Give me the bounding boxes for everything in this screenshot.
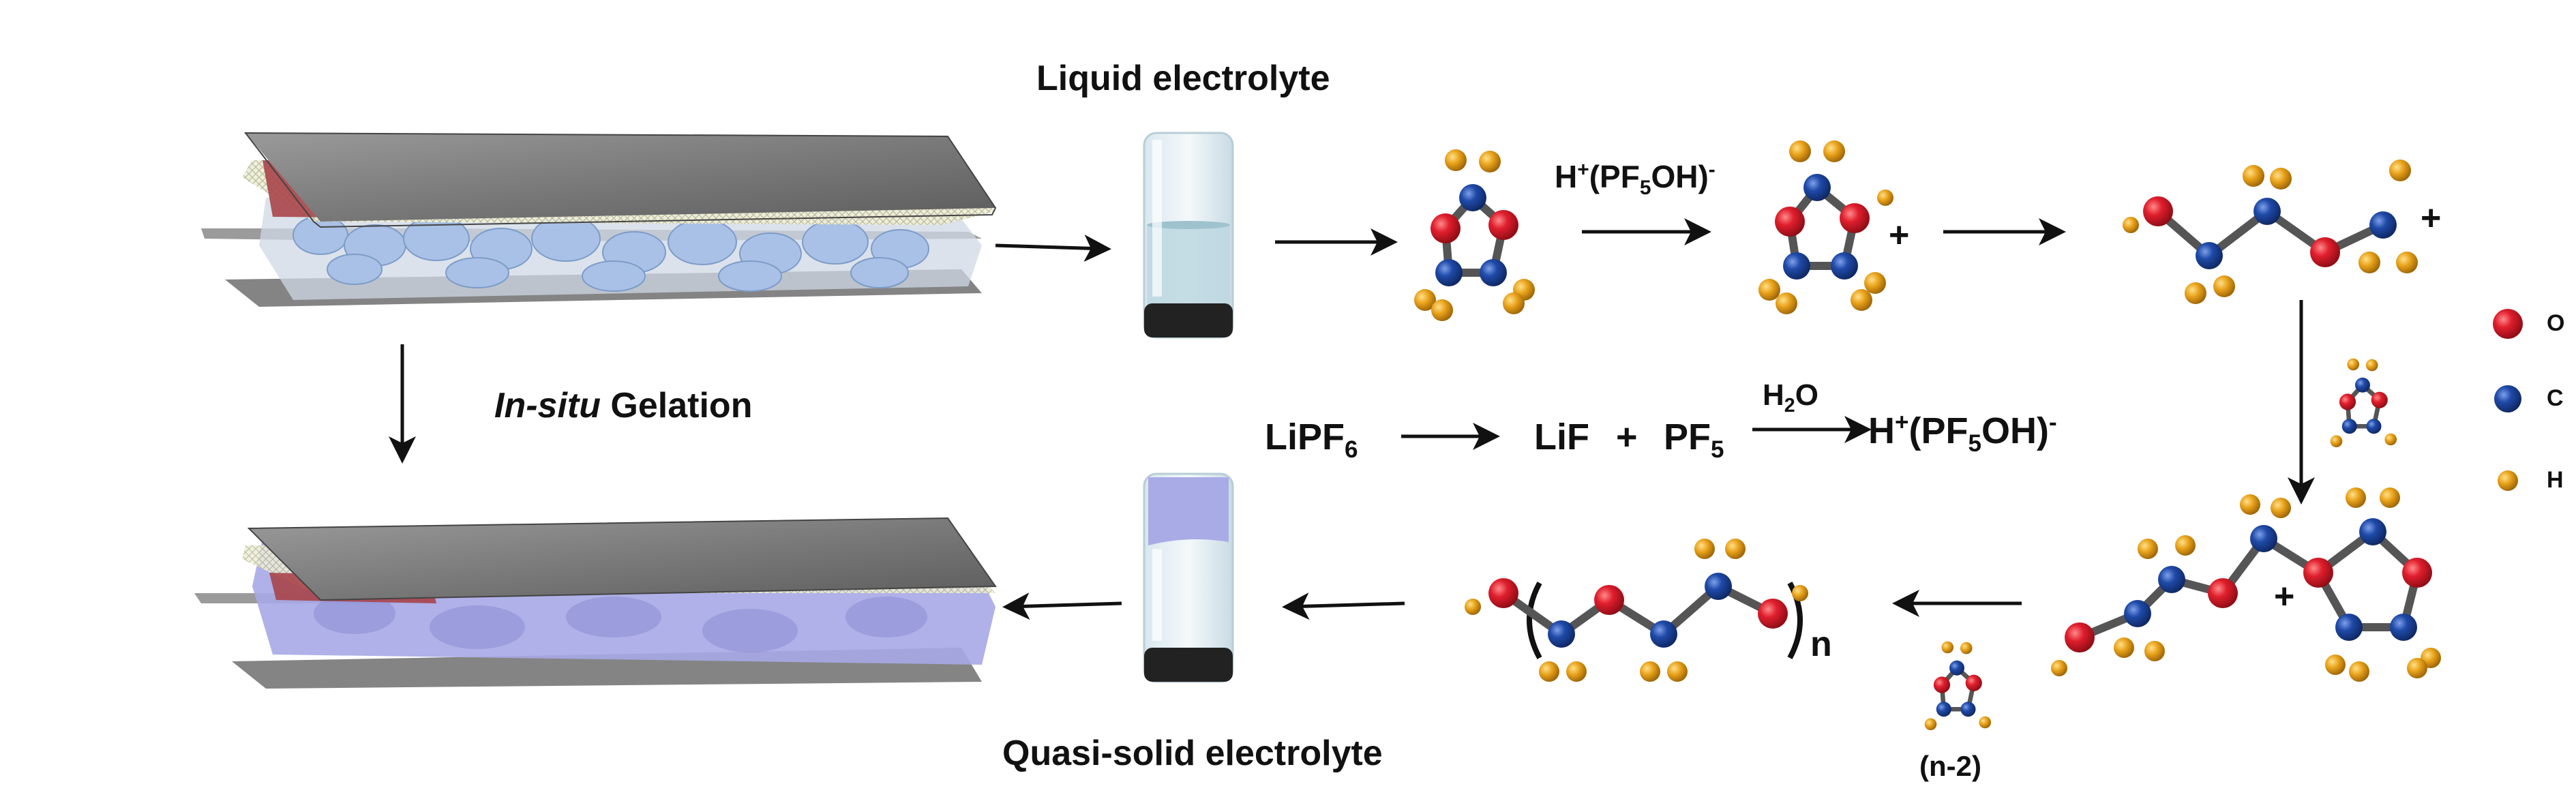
- acid-label-middle: H+(PF5OH)-: [1868, 409, 2057, 457]
- gelation-text: Gelation: [600, 386, 753, 425]
- lipf6-label: LiPF6: [1265, 416, 1358, 464]
- arrow-battery-to-vial: [995, 235, 1111, 262]
- vial-cap: [1144, 303, 1233, 337]
- quasi-solid-electrolyte-label: Quasi-solid electrolyte: [1002, 734, 1383, 773]
- left-bracket: [1527, 582, 1542, 659]
- ring-opened-chain: [2123, 160, 2418, 304]
- in-situ-gelation-label: In-situ Gelation: [494, 385, 752, 426]
- h2o-sub: 2: [1784, 394, 1795, 417]
- in-situ-italic: In-situ: [494, 386, 601, 425]
- vial-gel-cap: [1144, 648, 1233, 682]
- acid-top-open: (PF: [1589, 159, 1640, 194]
- n-minus-2-label: (n-2): [1919, 750, 1981, 782]
- acid-mid-minus: -: [2049, 409, 2057, 436]
- vial-gel-fill: [1148, 477, 1229, 545]
- polymer-n-label: n: [1810, 625, 1832, 664]
- acid-top-minus: -: [1708, 158, 1716, 181]
- legend-h-label: H: [2547, 467, 2564, 493]
- acid-mid-close: OH): [1981, 410, 2049, 451]
- arrow-vial-to-battery: [1002, 592, 1122, 620]
- reaction-plus: +: [1616, 417, 1638, 457]
- plus-mol2: +: [1889, 215, 1910, 255]
- acid-top-sub: 5: [1639, 177, 1651, 200]
- dol-molecule-1: [1414, 149, 1535, 321]
- battery-gel-top-sheet: [249, 518, 995, 600]
- h2o-h: H: [1763, 378, 1784, 412]
- lipf6-sub: 6: [1345, 436, 1358, 463]
- legend: [2493, 309, 2523, 491]
- dol-small-bottom: [1924, 641, 1992, 731]
- acid-mid-open: (PF: [1908, 410, 1968, 451]
- legend-c-dot: [2494, 385, 2521, 412]
- liquid-electrolyte-label: Liquid electrolyte: [1036, 59, 1330, 98]
- acid-mid-h: H: [1868, 410, 1895, 451]
- dol-molecule-2: [1758, 140, 1893, 314]
- legend-c-label: C: [2547, 385, 2564, 411]
- liquid-particles: [293, 215, 929, 292]
- arrow-polymer-to-vial: [1282, 592, 1405, 620]
- plus-chain-bottom: +: [2274, 577, 2295, 616]
- vial-gel: [1143, 472, 1234, 683]
- dol-1-atoms: [1414, 149, 1535, 321]
- pf5-base: PF: [1664, 417, 1711, 457]
- acid-top-close: OH): [1651, 159, 1709, 194]
- lipf6-base: LiPF: [1265, 417, 1345, 457]
- pf5-label: PF5: [1664, 416, 1724, 464]
- battery-top-sheet: [245, 133, 995, 222]
- acid-top-plus: +: [1577, 158, 1589, 181]
- battery-gel: [194, 517, 997, 689]
- gel-texture: [314, 593, 927, 652]
- h2o-label: H2O: [1763, 378, 1818, 417]
- propagating-chain: [2051, 487, 2441, 682]
- acid-top-h: H: [1555, 159, 1578, 194]
- acid-mid-sub: 5: [1968, 430, 1982, 457]
- polymer-repeat-unit: [1465, 539, 1808, 682]
- legend-o-dot: [2493, 309, 2523, 339]
- legend-o-label: O: [2547, 310, 2565, 336]
- acid-mid-plus: +: [1895, 409, 1909, 436]
- pf5-sub: 5: [1711, 436, 1724, 463]
- lif-label: LiF: [1534, 417, 1589, 457]
- acid-label-top: H+(PF5OH)-: [1555, 158, 1716, 200]
- legend-h-dot: [2498, 470, 2518, 491]
- battery-liquid: [201, 132, 997, 307]
- dol-small-right: [2330, 358, 2397, 448]
- vial-liquid: [1143, 132, 1234, 339]
- h2o-o: O: [1795, 378, 1818, 412]
- plus-chain-top: +: [2421, 198, 2442, 238]
